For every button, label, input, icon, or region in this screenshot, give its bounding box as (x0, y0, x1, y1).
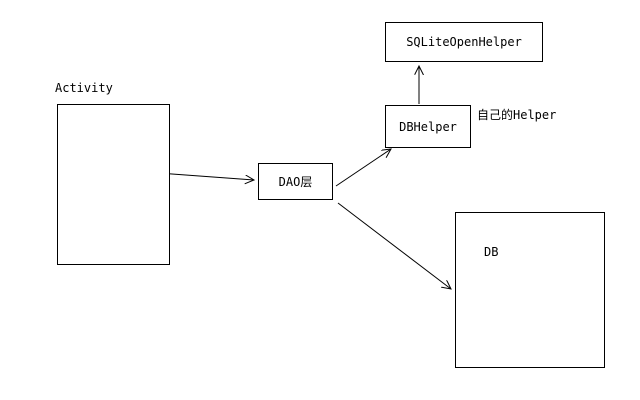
node-dao: DAO层 (258, 163, 333, 200)
node-activity (57, 104, 170, 265)
arrow-dao-to-dbhelper (335, 149, 391, 187)
node-db: DB (455, 212, 605, 368)
node-db-label: DB (484, 245, 499, 259)
node-dbhelper: DBHelper (385, 105, 471, 148)
node-sqliteopenhelper: SQLiteOpenHelper (385, 22, 543, 62)
node-dao-label: DAO层 (278, 175, 313, 189)
arrow-dao-to-db (337, 202, 451, 289)
node-sqliteopenhelper-label: SQLiteOpenHelper (406, 35, 522, 49)
dbhelper-note: 自己的Helper (477, 108, 557, 122)
node-dbhelper-label: DBHelper (399, 119, 457, 134)
node-activity-label: Activity (55, 81, 113, 95)
